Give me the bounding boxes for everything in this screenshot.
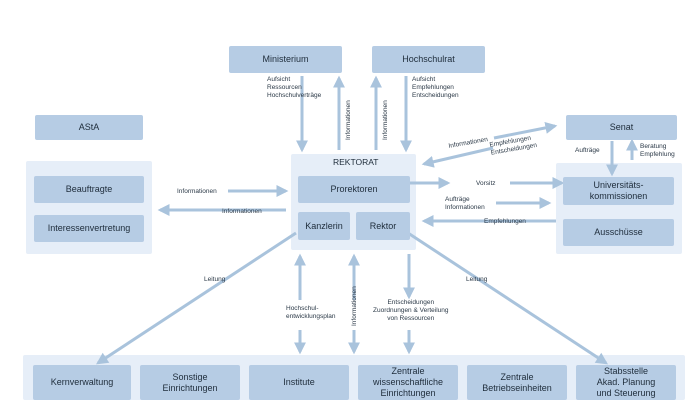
leitung-right-label: Leitung bbox=[466, 276, 488, 283]
stabsstelle-box: Stabsstelle Akad. Planung und Steuerung bbox=[576, 365, 676, 400]
institute-box: Institute bbox=[249, 365, 349, 400]
ausschuesse-box: Ausschüsse bbox=[563, 219, 674, 246]
zentrale-wissenschaftliche-einrichtungen-box: Zentrale wissenschaftliche Einrichtungen bbox=[358, 365, 458, 400]
sonstige-einrichtungen-box: Sonstige Einrichtungen bbox=[140, 365, 240, 400]
universitaetskommissionen-box: Universitäts- kommissionen bbox=[563, 177, 674, 205]
zentrale-betriebseinheiten-box: Zentrale Betriebseinheiten bbox=[467, 365, 567, 400]
vorsitz-label: Vorsitz bbox=[476, 180, 496, 187]
asta-box: AStA bbox=[35, 115, 143, 140]
ministerium-outgoing-label: Aufsicht Ressourcen Hochschulverträge bbox=[267, 76, 322, 99]
hochschulrat-box: Hochschulrat bbox=[372, 46, 485, 73]
ministerium-box: Ministerium bbox=[229, 46, 342, 73]
beauftragte-box: Beauftragte bbox=[34, 176, 144, 203]
leitung-left-label: Leitung bbox=[204, 276, 226, 283]
entscheidungen-label: Entscheidungen Zuordnungen & Verteilung … bbox=[373, 299, 449, 322]
senat-beratung-label: Beratung Empfehlung bbox=[640, 143, 675, 158]
bottom-units-panel bbox=[23, 355, 685, 400]
empfehlungen-label: Empfehlungen bbox=[484, 218, 526, 225]
rektorat-title: REKTORAT bbox=[333, 157, 379, 167]
senat-auftraege-label: Aufträge bbox=[575, 147, 600, 154]
left-info-in-label: Informationen bbox=[177, 188, 217, 195]
senat-box: Senat bbox=[566, 115, 677, 140]
auftraege-informationen-label: Aufträge Informationen bbox=[445, 196, 485, 211]
informationen-vertical-label: Informationen bbox=[351, 286, 358, 326]
hochschulrat-outgoing-label: Aufsicht Empfehlungen Entscheidungen bbox=[412, 76, 459, 99]
ministerium-info-label: Informationen bbox=[345, 100, 352, 140]
kernverwaltung-box: Kernverwaltung bbox=[33, 365, 131, 400]
prorektoren-box: Prorektoren bbox=[298, 176, 410, 203]
hochschulentwicklungsplan-label: Hochschul- entwicklungsplan bbox=[286, 305, 336, 320]
kanzlerin-box: Kanzlerin bbox=[298, 212, 350, 240]
interessenvertretung-box: Interessenvertretung bbox=[34, 215, 144, 242]
rektor-box: Rektor bbox=[356, 212, 410, 240]
left-info-out-label: Informationen bbox=[222, 208, 262, 215]
hochschulrat-info-label: Informationen bbox=[382, 100, 389, 140]
